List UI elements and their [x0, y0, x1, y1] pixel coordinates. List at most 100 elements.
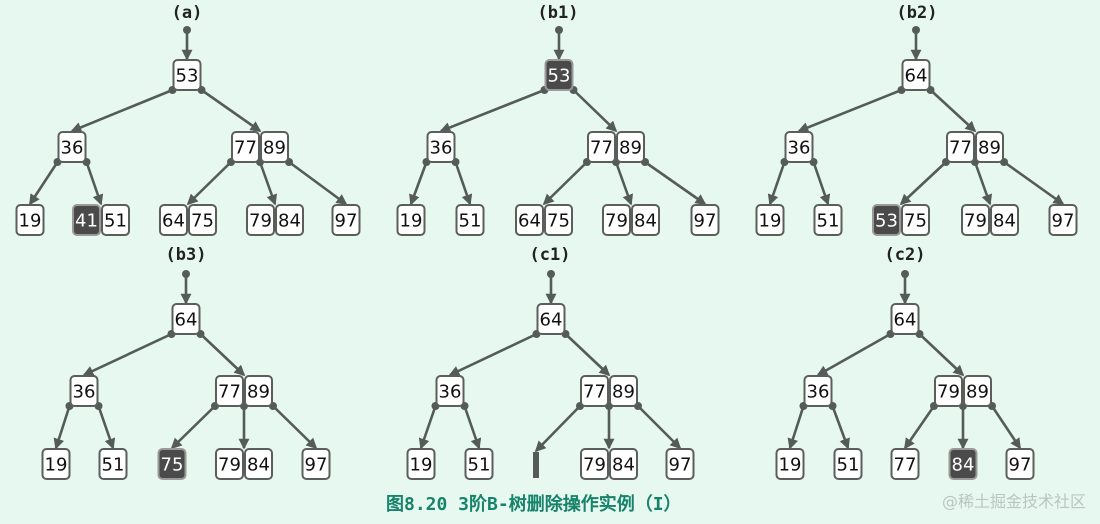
child-pointer-arrow — [418, 405, 437, 450]
key-box — [755, 204, 785, 236]
key-value: 84 — [993, 211, 1016, 232]
leaf-node: 51 — [98, 448, 128, 480]
child-pointer-arrow — [170, 405, 216, 450]
key-box — [602, 204, 631, 236]
key-value: 89 — [978, 138, 1001, 159]
key-box — [775, 448, 805, 480]
key-value: 51 — [104, 211, 127, 232]
key-value: 36 — [73, 382, 96, 403]
key-box — [813, 204, 843, 236]
key-box — [101, 204, 130, 236]
internal-node: 36 — [69, 375, 99, 407]
highlighted-key-box — [72, 204, 101, 236]
child-pointer-arrow — [929, 89, 977, 133]
empty-node-marker — [533, 452, 539, 478]
child-pointer-arrow — [644, 160, 707, 206]
pointer-dot-icon — [547, 270, 555, 278]
key-value: 84 — [278, 211, 301, 232]
key-value: 53 — [875, 211, 898, 232]
key-box — [331, 204, 361, 236]
child-pointer-arrow — [454, 161, 473, 206]
key-value: 36 — [439, 382, 462, 403]
key-box — [536, 303, 566, 335]
key-value: 19 — [19, 211, 42, 232]
leaf-node: 51 — [455, 204, 485, 236]
child-pointer-arrow — [637, 405, 682, 450]
child-pointer-arrow — [572, 89, 618, 133]
key-box — [98, 448, 128, 480]
key-box — [215, 448, 244, 480]
key-box — [901, 59, 931, 91]
key-box — [1048, 204, 1078, 236]
child-pointer-arrow — [70, 88, 173, 133]
key-box — [1005, 448, 1035, 480]
key-value: 53 — [548, 66, 571, 87]
key-value: 97 — [305, 455, 328, 476]
key-value: 77 — [590, 138, 613, 159]
figure-caption: 图8.20 3阶B-树删除操作实例（I） — [386, 494, 682, 515]
key-box — [975, 131, 1004, 163]
key-box — [990, 204, 1019, 236]
child-pointer-arrow — [97, 405, 116, 450]
key-value: 36 — [430, 138, 453, 159]
child-pointer-arrow — [82, 332, 173, 377]
key-box — [15, 204, 45, 236]
key-value: 36 — [807, 382, 830, 403]
leaf-node: 19 — [41, 448, 71, 480]
key-value: 75 — [161, 455, 184, 476]
key-value: 19 — [779, 455, 802, 476]
child-pointer-arrow — [199, 333, 246, 377]
child-pointer-arrow — [831, 405, 850, 450]
key-box — [616, 131, 645, 163]
child-pointer-arrow — [767, 161, 786, 206]
key-value: 79 — [937, 382, 960, 403]
key-value: 89 — [612, 382, 635, 403]
key-box — [934, 375, 963, 407]
child-pointer-arrow — [439, 88, 545, 133]
key-box — [69, 375, 99, 407]
child-pointer-arrow — [28, 161, 59, 206]
key-value: 79 — [218, 455, 241, 476]
key-box — [784, 131, 814, 163]
key-value: 19 — [45, 455, 68, 476]
key-box — [515, 204, 544, 236]
leaf-node: 19 — [15, 204, 45, 236]
key-box — [609, 448, 638, 480]
key-value: 53 — [176, 66, 199, 87]
leaf-node: 19 — [396, 204, 426, 236]
child-pointer-arrow — [200, 88, 262, 133]
child-pointer-arrow — [816, 332, 892, 377]
panel-label: (a) — [172, 3, 203, 23]
child-pointer-arrow — [258, 161, 278, 206]
key-box — [946, 131, 975, 163]
leaf-node: 77 — [890, 448, 920, 480]
key-box — [587, 131, 616, 163]
pointer-dot-icon — [182, 270, 190, 278]
child-pointer-arrow — [973, 161, 993, 206]
key-value: 97 — [1052, 211, 1075, 232]
child-pointer-arrow — [463, 405, 482, 450]
key-box — [246, 204, 275, 236]
child-pointer-arrow — [787, 405, 805, 450]
key-value: 19 — [759, 211, 782, 232]
key-box — [231, 131, 260, 163]
key-box — [426, 131, 456, 163]
leaf-node: 19 — [755, 204, 785, 236]
root-node: 53 — [544, 59, 574, 91]
key-box — [396, 204, 426, 236]
child-pointer-arrow — [448, 332, 538, 377]
